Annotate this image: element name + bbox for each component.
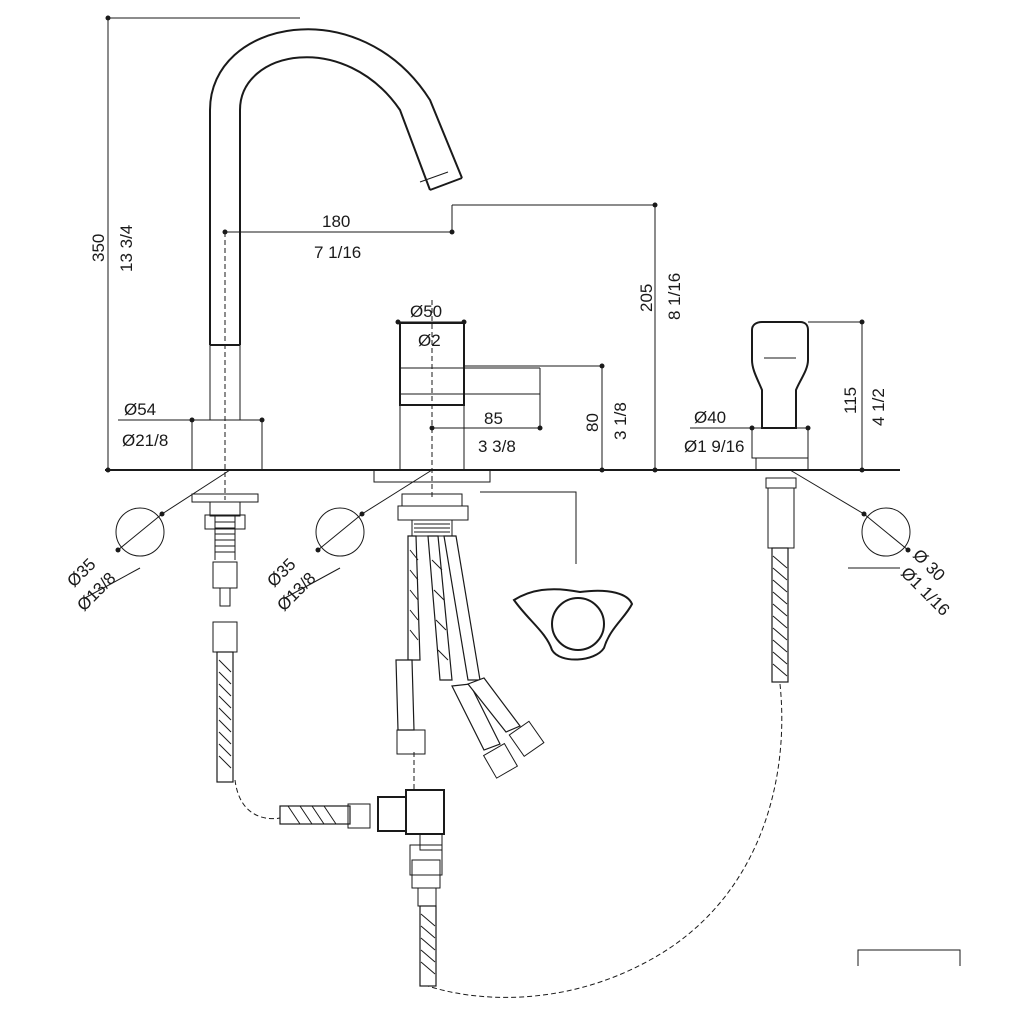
- corner-frame: [857, 949, 961, 966]
- label-height-in: 13 3/4: [117, 225, 136, 272]
- spout: [191, 28, 463, 500]
- mixer-mount: [395, 493, 545, 779]
- label-spout-height-mm: 205: [637, 284, 656, 312]
- label-handle-length-in: 3 3/8: [478, 437, 516, 456]
- label-handle-height-mm: 80: [583, 413, 602, 432]
- hole-symbols: [84, 469, 911, 599]
- escutcheon-plate: [480, 491, 634, 661]
- hand-spray: [427, 321, 809, 998]
- dimension-labels: 350 13 3/4 180 7 1/16 205 8 1/16 Ø50 Ø2 …: [63, 212, 953, 620]
- label-spray-height-mm: 115: [841, 387, 860, 414]
- label-handle-length-mm: 85: [484, 409, 503, 428]
- spout-mount: [191, 493, 259, 607]
- label-spray-height-in: 4 1/2: [869, 388, 888, 426]
- label-reach-mm: 180: [322, 212, 350, 231]
- dimension-lines: [105, 15, 865, 473]
- spout-hose: [212, 621, 371, 829]
- label-handle-dia-small: Ø2: [418, 331, 441, 350]
- tee-valve: [377, 752, 445, 987]
- label-spout-base-in: Ø21/8: [122, 431, 168, 450]
- label-reach-in: 7 1/16: [314, 243, 361, 262]
- label-handle-height-in: 3 1/8: [611, 402, 630, 440]
- label-spout-base-mm: Ø54: [124, 400, 156, 419]
- label-spray-dia-in: Ø1 9/16: [684, 437, 745, 456]
- label-spray-dia-mm: Ø40: [694, 408, 726, 427]
- label-spout-height-in: 8 1/16: [665, 273, 684, 320]
- label-handle-dia: Ø50: [410, 302, 442, 321]
- label-height-mm: 350: [89, 234, 108, 262]
